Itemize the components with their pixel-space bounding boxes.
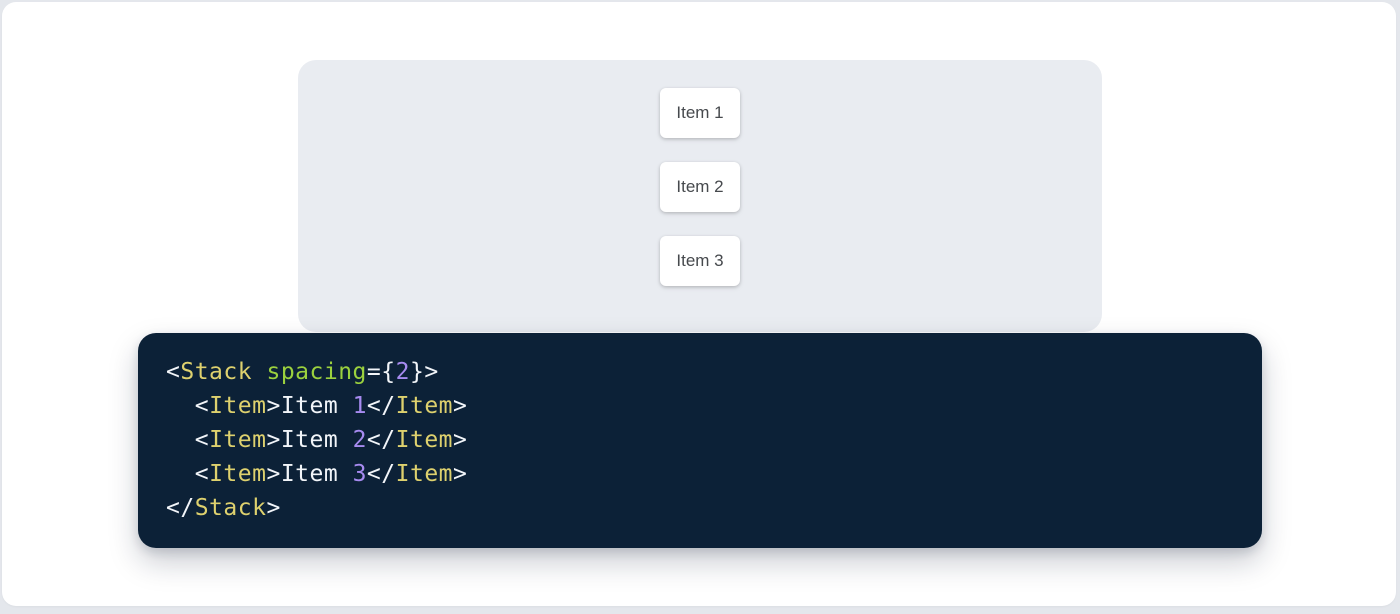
code-token-punct: < [166, 359, 181, 385]
code-token-text: Item [280, 393, 353, 419]
code-token-tag: Item [209, 461, 267, 487]
code-token-text: Item [280, 461, 353, 487]
code-token-number: 2 [395, 359, 410, 385]
code-line: <Stack spacing={2}> [166, 355, 1234, 389]
code-token-tag: Stack [194, 495, 267, 521]
code-token-punct: < [194, 461, 210, 487]
code-line: <Item>Item 1</Item> [166, 389, 1234, 423]
code-token-punct: > [266, 427, 281, 453]
code-token-tag: Item [209, 427, 267, 453]
stack-item-label: Item 1 [676, 103, 724, 122]
code-token-tag: Item [395, 427, 454, 453]
code-token-text [252, 359, 266, 385]
code-token-punct: }> [409, 359, 439, 385]
stack-item: Item 1 [660, 88, 740, 138]
code-token-punct: < [194, 427, 210, 453]
code-token-punct: > [266, 461, 281, 487]
code-block: <Stack spacing={2}> <Item>Item 1</Item> … [138, 333, 1262, 548]
stack-item-label: Item 3 [676, 251, 724, 270]
code-token-punct: > [453, 461, 468, 487]
code-token-punct: </ [166, 495, 195, 521]
code-token-punct: </ [366, 461, 396, 487]
code-token-attr: spacing [266, 359, 367, 385]
code-token-text [166, 427, 195, 453]
code-token-tag: Stack [180, 359, 253, 385]
code-token-punct: ={ [366, 359, 396, 385]
code-token-number: 1 [352, 393, 367, 419]
code-token-punct: > [266, 495, 281, 521]
stack-container: Item 1 Item 2 Item 3 [298, 60, 1102, 286]
code-token-text: Item [280, 427, 353, 453]
stack-demo-panel: Item 1 Item 2 Item 3 [298, 60, 1102, 332]
code-token-text [166, 393, 195, 419]
stack-item: Item 3 [660, 236, 740, 286]
code-token-punct: > [266, 393, 281, 419]
code-token-number: 3 [352, 461, 367, 487]
code-token-punct: </ [366, 427, 396, 453]
code-snippet: <Stack spacing={2}> <Item>Item 1</Item> … [138, 333, 1262, 547]
code-token-tag: Item [395, 393, 454, 419]
code-token-punct: < [194, 393, 210, 419]
code-line: </Stack> [166, 491, 1234, 525]
content-card: Item 1 Item 2 Item 3 <Stack spacing={2}>… [2, 2, 1396, 606]
code-token-punct: > [453, 427, 468, 453]
code-token-tag: Item [395, 461, 454, 487]
code-token-punct: > [453, 393, 468, 419]
stack-item-label: Item 2 [676, 177, 724, 196]
code-token-punct: </ [366, 393, 396, 419]
code-token-number: 2 [352, 427, 367, 453]
stack-item: Item 2 [660, 162, 740, 212]
code-line: <Item>Item 2</Item> [166, 423, 1234, 457]
code-token-text [166, 461, 195, 487]
code-line: <Item>Item 3</Item> [166, 457, 1234, 491]
code-token-tag: Item [209, 393, 267, 419]
